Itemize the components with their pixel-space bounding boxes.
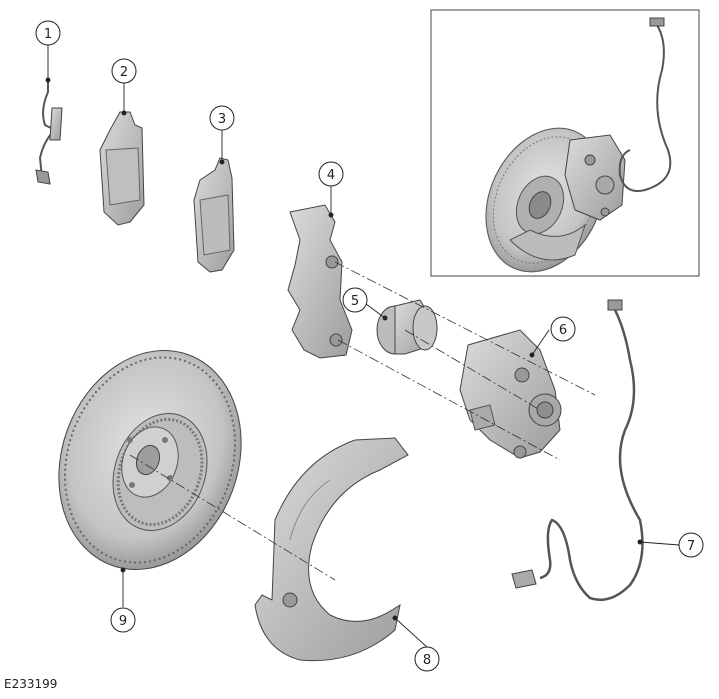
callout-label: 9 — [119, 614, 127, 629]
brake-disc-part — [58, 350, 242, 570]
callout-9: 9 — [110, 607, 136, 633]
caliper-housing-part — [459, 329, 562, 459]
brake-pad-inner-part — [193, 157, 235, 273]
splash-shield-part — [254, 437, 409, 662]
callout-5: 5 — [342, 287, 368, 313]
callout-3: 3 — [209, 105, 235, 131]
assembly-axis-lines — [129, 261, 596, 581]
callout-label: 5 — [351, 294, 359, 309]
leader-lines — [45, 45, 680, 648]
callout-1: 1 — [35, 20, 61, 46]
pad-wear-sensor-part — [35, 78, 63, 185]
callout-label: 3 — [218, 112, 226, 127]
callout-label: 6 — [559, 323, 567, 338]
callout-8: 8 — [414, 646, 440, 672]
callout-label: 2 — [120, 65, 128, 80]
callout-label: 8 — [423, 653, 431, 668]
brake-pad-outer-part — [99, 111, 145, 226]
figure-code: E233199 — [4, 677, 58, 691]
wheel-speed-sensor-part — [511, 299, 644, 602]
callout-2: 2 — [111, 58, 137, 84]
callout-label: 1 — [44, 27, 52, 42]
callout-6: 6 — [550, 316, 576, 342]
caliper-piston-part — [376, 299, 438, 355]
callout-4: 4 — [318, 161, 344, 187]
caliper-carrier-part — [287, 204, 353, 359]
callout-7: 7 — [678, 532, 704, 558]
callout-label: 7 — [687, 539, 695, 554]
callout-label: 4 — [327, 168, 335, 183]
inset-assembled-view — [430, 9, 700, 277]
